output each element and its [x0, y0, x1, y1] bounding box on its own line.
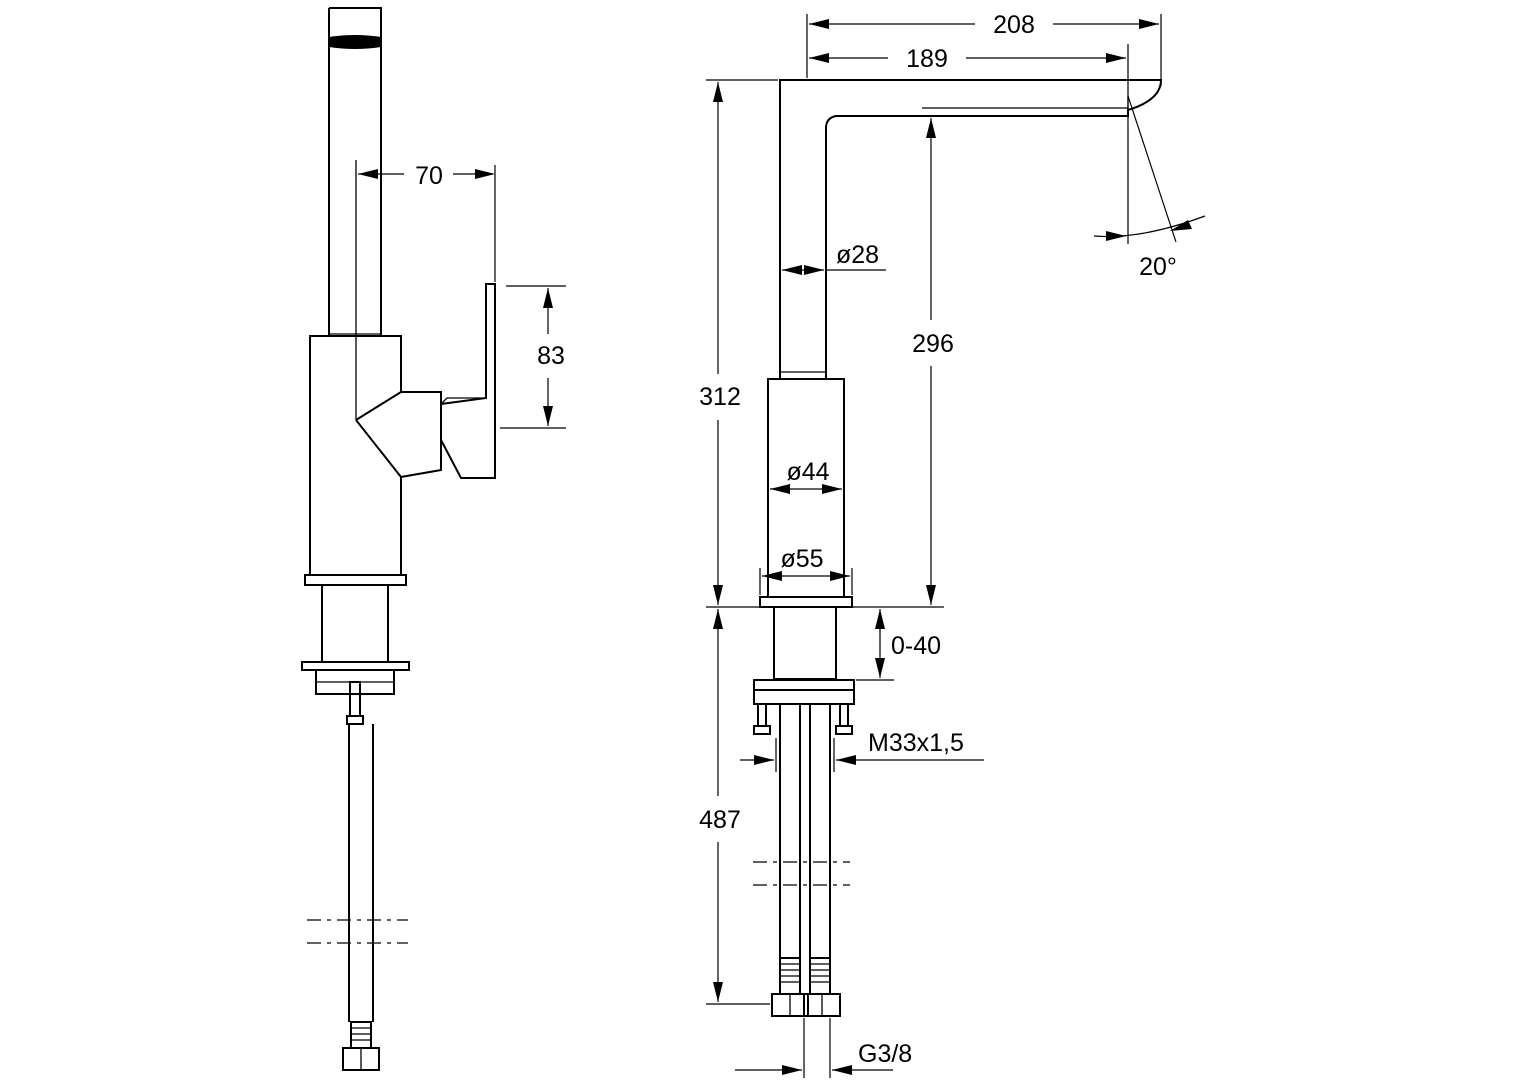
dim-connection: G3/8 [735, 1018, 912, 1078]
dim-hose-length: 487 [699, 609, 770, 1005]
side-spout-tube [328, 7, 382, 336]
side-aerator [329, 35, 381, 49]
dim-handle-offset: 70 [358, 162, 496, 282]
dim-deck-thickness: 0-40 [856, 609, 941, 681]
label-hose-length: 487 [699, 806, 741, 834]
dim-thread: M33x1,5 [740, 729, 984, 772]
label-outlet-height: 296 [912, 330, 954, 358]
front-fittings [771, 957, 841, 1017]
label-thread: M33x1,5 [868, 729, 964, 757]
side-view: 70 83 [301, 7, 566, 1071]
dim-spout-diameter: ø28 [782, 241, 886, 275]
side-base-plate [304, 574, 407, 586]
dim-outer-reach: 208 [806, 11, 1162, 86]
dim-base-diameter: ø55 [759, 545, 853, 595]
label-body-diameter: ø44 [786, 458, 829, 486]
label-deck-thickness: 0-40 [891, 632, 941, 660]
dim-lever-height: 83 [500, 285, 566, 429]
dim-spout-reach: 189 [809, 44, 1129, 96]
label-swivel-angle: 20° [1139, 253, 1177, 281]
front-mounting-plate [753, 679, 855, 691]
front-hoses [779, 704, 831, 958]
label-lever-height: 83 [537, 342, 565, 370]
side-shank [321, 584, 389, 663]
label-total-height: 312 [699, 383, 741, 411]
label-base-diameter: ø55 [780, 545, 823, 573]
dim-total-height: 312 [699, 79, 778, 605]
label-spout-diameter: ø28 [836, 241, 879, 269]
dim-swivel-angle: 20° [1093, 95, 1206, 281]
side-fitting [350, 1021, 372, 1049]
front-view: 208 189 20° ø28 [699, 11, 1206, 1078]
label-connection: G3/8 [858, 1040, 912, 1068]
dim-outlet-height: 296 [912, 118, 954, 605]
side-washer [301, 661, 410, 671]
dim-body-diameter: ø44 [770, 458, 842, 494]
side-body [309, 335, 442, 576]
label-handle-offset: 70 [415, 162, 443, 190]
side-cartridge [355, 391, 402, 478]
side-lever [440, 283, 496, 479]
label-outer-reach: 208 [993, 11, 1035, 39]
front-base-plate [759, 596, 853, 608]
front-shank [773, 606, 837, 680]
label-spout-reach: 189 [906, 45, 948, 73]
front-spout [779, 79, 1163, 379]
